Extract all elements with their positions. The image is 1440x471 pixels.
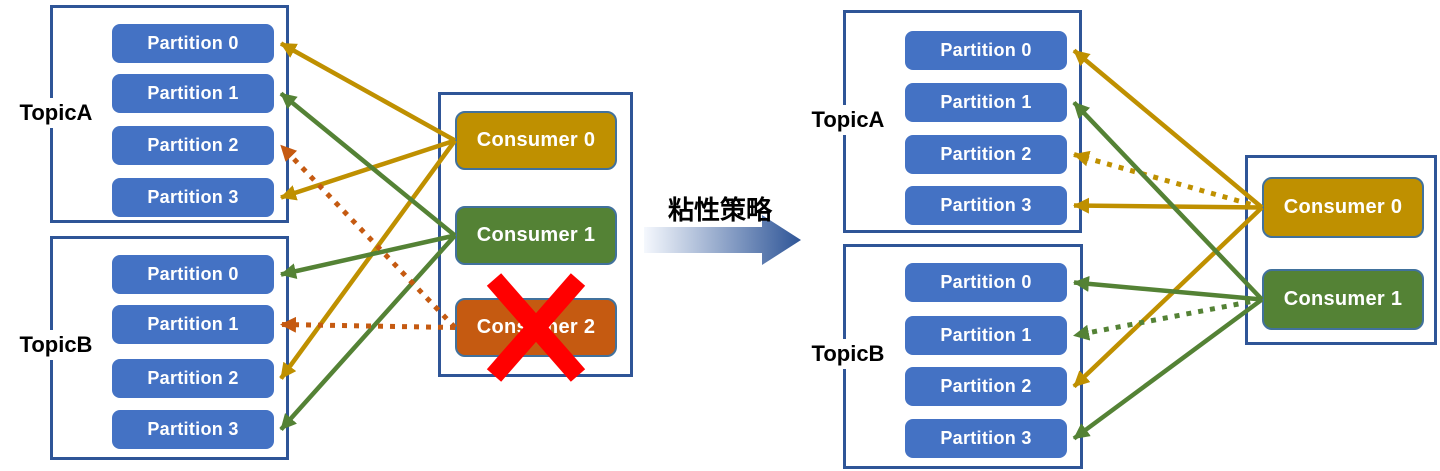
right-topic-1-partition-2: Partition 2 [905, 367, 1067, 406]
assignment-arrow [279, 139, 457, 380]
right-topic-1-partition-0: Partition 0 [905, 263, 1067, 302]
left-consumer-0: Consumer 0 [455, 111, 617, 170]
left-topic-0-label: TopicA [8, 98, 104, 128]
right-consumer-1: Consumer 1 [1262, 269, 1424, 330]
assignment-arrow [1072, 100, 1264, 302]
right-topic-1-label: TopicB [800, 339, 896, 369]
assignment-arrow [1073, 275, 1263, 302]
assignment-arrow [280, 316, 456, 333]
assignment-arrow [280, 233, 456, 280]
assignment-arrow [279, 91, 457, 238]
right-topic-0-partition-2: Partition 2 [905, 135, 1067, 174]
assignment-arrow [279, 41, 457, 143]
right-consumer-0: Consumer 0 [1262, 177, 1424, 238]
assignment-arrow [1072, 48, 1264, 210]
right-topic-0-partition-0: Partition 0 [905, 31, 1067, 70]
left-consumer-group-box: Consumer 0 Consumer 1 Consumer 2 [438, 92, 633, 377]
left-topic-0-partition-1: Partition 1 [112, 74, 274, 113]
left-consumer-1: Consumer 1 [455, 206, 617, 265]
right-topic-1-partition-1: Partition 1 [905, 316, 1067, 355]
right-topic-0-partition-1: Partition 1 [905, 83, 1067, 122]
left-topic-1-partition-2: Partition 2 [112, 359, 274, 398]
left-consumer-2: Consumer 2 [455, 298, 617, 357]
left-topic-0-partition-0: Partition 0 [112, 24, 274, 63]
transition-arrow-shape [644, 215, 801, 265]
assignment-arrow [1072, 297, 1264, 441]
assignment-arrow [1072, 205, 1264, 389]
left-topic-1-label: TopicB [8, 330, 104, 360]
left-topic-0-box: Partition 0 Partition 1 Partition 2 Part… [50, 5, 289, 223]
right-topic-1-partition-3: Partition 3 [905, 419, 1067, 458]
assignment-arrow [279, 233, 457, 432]
left-topic-1-partition-3: Partition 3 [112, 410, 274, 449]
transition-label: 粘性策略 [667, 195, 772, 225]
left-topic-1-partition-0: Partition 0 [112, 255, 274, 294]
assignment-arrow [1073, 197, 1263, 214]
assignment-arrow [1073, 297, 1263, 341]
right-topic-0-label: TopicA [800, 105, 896, 135]
left-topic-1-partition-1: Partition 1 [112, 305, 274, 344]
left-topic-0-partition-3: Partition 3 [112, 178, 274, 217]
assignment-arrow [280, 138, 456, 201]
left-topic-0-partition-2: Partition 2 [112, 126, 274, 165]
assignment-arrow [1073, 150, 1263, 210]
right-topic-0-partition-3: Partition 3 [905, 186, 1067, 225]
assignment-arrow [279, 143, 457, 330]
transition-arrow [644, 215, 801, 265]
right-consumer-group-box: Consumer 0 Consumer 1 [1245, 155, 1437, 345]
